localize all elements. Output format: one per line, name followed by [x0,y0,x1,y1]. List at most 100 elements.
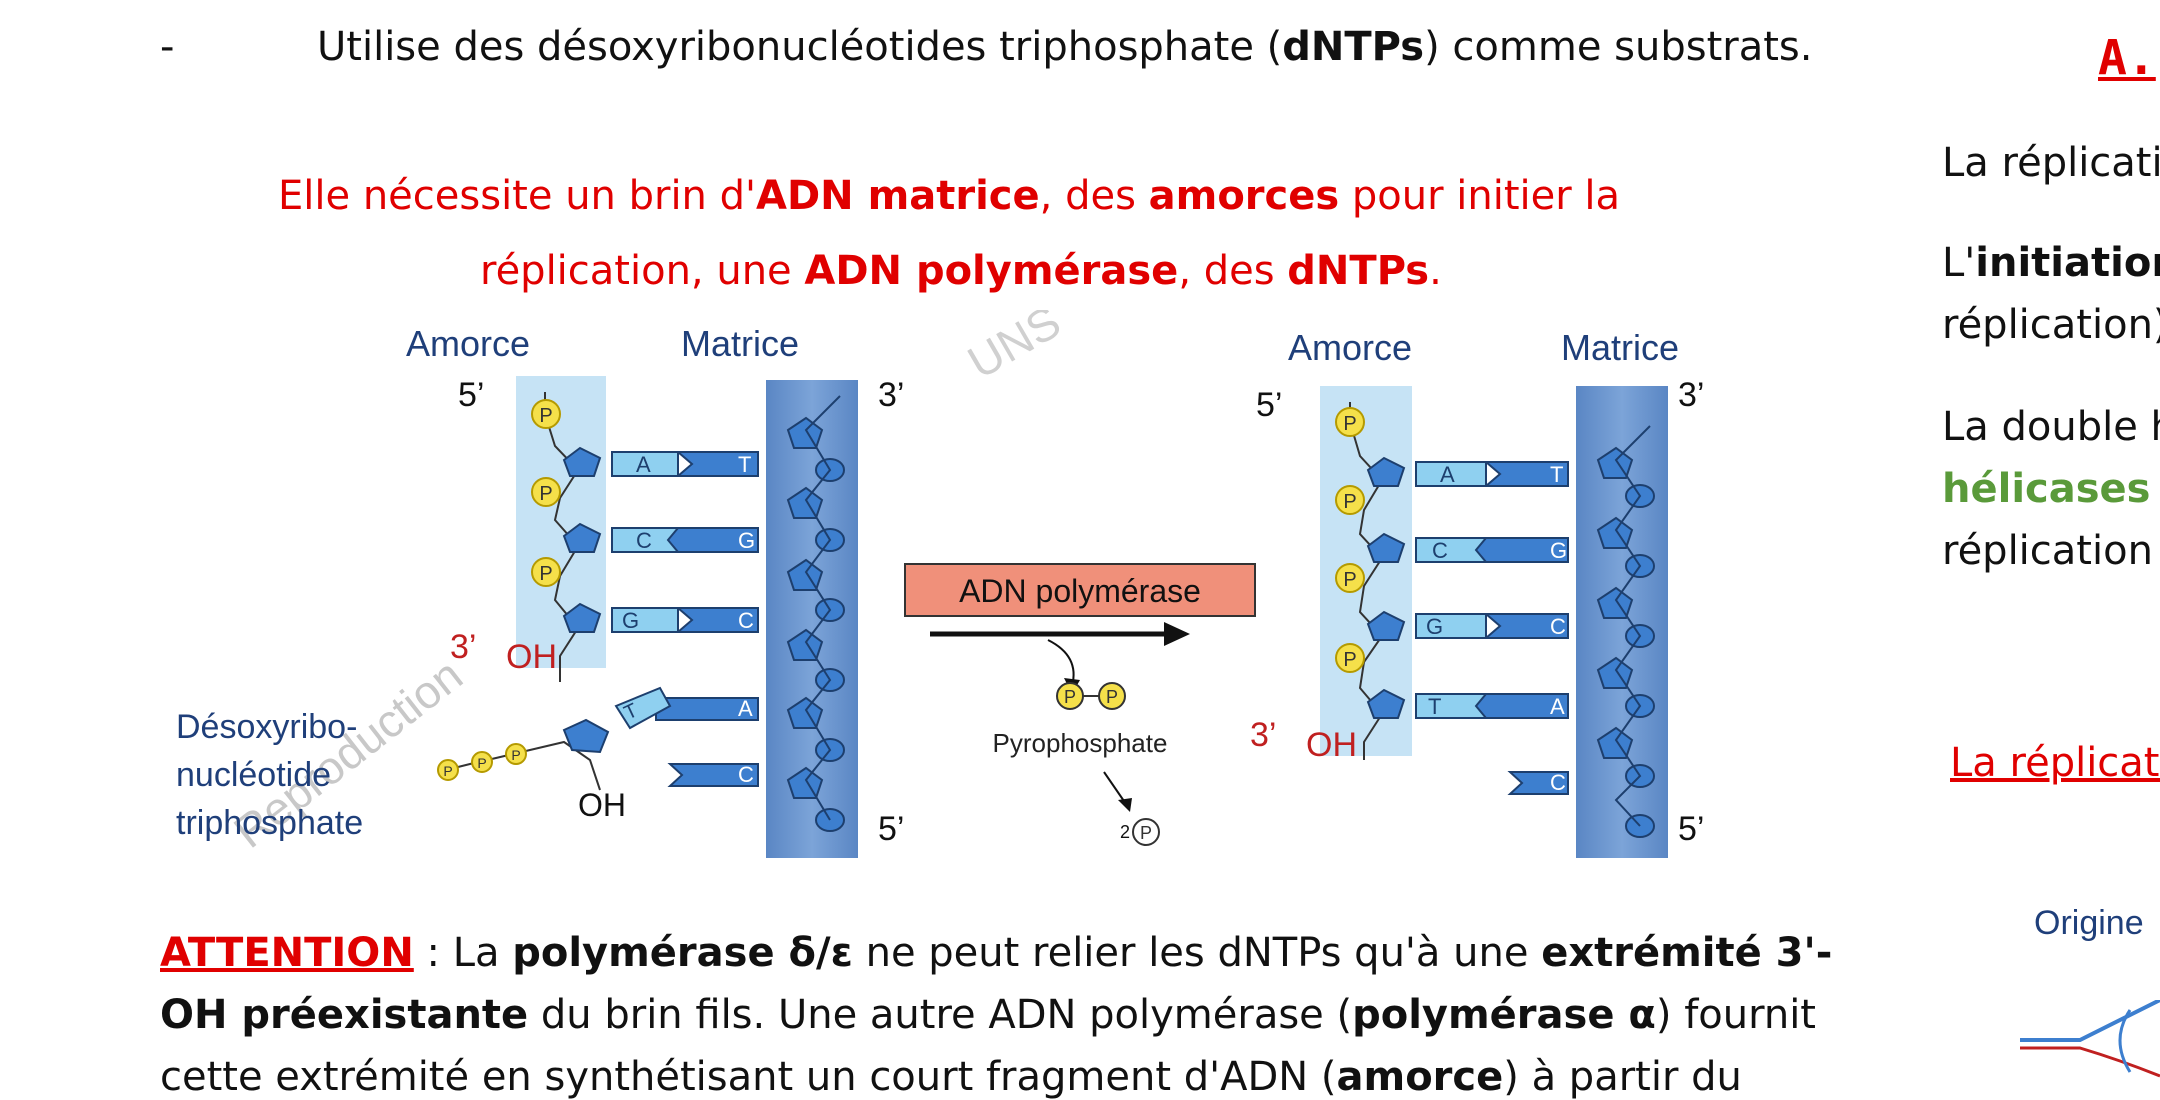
base-label: G [1550,538,1567,563]
base-label: C [636,528,652,553]
phosphate-p: P [1343,649,1356,671]
attention-line-1: ATTENTION : La polymérase δ/ε ne peut re… [160,930,1832,976]
base-label: C [738,608,754,633]
base-label: A [636,452,651,477]
red-line-1: Elle nécessite un brin d'ADN matrice, de… [278,173,1620,219]
phosphate-p: P [539,563,552,585]
watermark-text-2: UNS [959,310,1069,389]
enzyme-label: ADN polymérase [959,573,1201,609]
amorce-label-right: Amorce [1288,327,1412,368]
section-title-right: A. [2098,30,2156,86]
phosphate-p: P [1140,823,1152,843]
oh-left: OH [506,638,557,676]
base-label: C [1432,538,1448,563]
phosphate-p: P [1106,687,1118,707]
att-1: : La [413,930,513,976]
replication-fork-fragment [2020,1000,2160,1078]
bullet-text-a: Utilise des désoxyribonucléotides tripho… [317,24,1283,70]
base-label: T [1428,694,1441,719]
template-sugars-left [786,416,845,832]
five-prime-left-bottom: 5’ [878,810,904,848]
red-1c: , des [1039,173,1149,219]
base-label: A [738,696,753,721]
bullet-text-b: dNTPs [1282,24,1425,70]
amorce-label-left: Amorce [406,323,530,364]
base-pairs-right [1415,461,1569,795]
att-8: ) fournit [1655,992,1816,1038]
oh-dntp: OH [578,787,626,823]
red-2e: . [1429,248,1442,294]
base-pairs-left [611,451,759,787]
red-1a: Elle nécessite un brin d' [278,173,757,219]
two-pi-label: 2 [1120,822,1130,842]
right-3b: hélicases [1942,466,2151,512]
bullet-dash: - [160,24,175,70]
red-1d: amorces [1148,173,1340,219]
pyrophosphate-label: Pyrophosphate [993,728,1168,758]
base-label: A [1550,694,1565,719]
oh-right: OH [1306,726,1357,764]
right-subtitle-link: La réplicati [1950,740,2160,786]
primer-nucleotides-right: P P P P [1335,402,1406,760]
red-line-2: réplication, une ADN polymérase, des dNT… [480,248,1442,294]
phosphate-p: P [443,763,452,779]
base-label: G [622,608,639,633]
five-prime-right-top: 5’ [1256,386,1282,424]
base-label: G [738,528,755,553]
right-para-2-line-1: L'initiation [1942,240,2160,286]
att-10: amorce [1336,1054,1504,1100]
base-label: T [1550,462,1563,487]
three-prime-left-top: 3’ [878,376,904,414]
red-2b: ADN polymérase [804,248,1179,294]
red-1e: pour initier la [1339,173,1621,219]
base-label: C [738,762,754,787]
base-label: C [1550,614,1566,639]
dntp-label-3: triphosphate [176,804,363,842]
attention-line-2: OH préexistante du brin fils. Une autre … [160,992,1816,1038]
dntp-label-2: nucléotide [176,756,331,794]
primer-nucleotides-left: P P P [531,392,602,682]
bullet-text-c: ) comme substrats. [1424,24,1813,70]
matrice-label-right: Matrice [1561,327,1679,368]
phosphate-p: P [511,747,520,763]
base-label: C [1550,770,1566,795]
right-para-3-line-2: hélicases p [1942,466,2160,512]
att-6: du brin fils. Une autre ADN polymérase ( [528,992,1353,1038]
three-prime-oh-right: 3’ [1250,716,1276,754]
right-para-3-line-1: La double h [1942,404,2160,450]
att-11: ) à partir du [1503,1054,1742,1100]
phosphate-p: P [1343,491,1356,513]
right-2b: initiation [1975,240,2160,286]
attention-line-3: cette extrémité en synthétisant un court… [160,1054,1742,1100]
att-2: polymérase δ/ε [512,930,853,976]
origine-label: Origine [2034,904,2144,942]
red-2c: , des [1178,248,1288,294]
phosphate-p: P [1343,413,1356,435]
phosphate-p: P [477,755,486,771]
base-label: G [1426,614,1443,639]
right-para-1: La réplicatio [1942,140,2160,186]
three-prime-right-top: 3’ [1678,376,1704,414]
base-label: T [738,452,751,477]
five-prime-right-bottom: 5’ [1678,810,1704,848]
red-2a: réplication, une [480,248,805,294]
three-prime-oh-left: 3’ [450,628,476,666]
base-label: A [1440,462,1455,487]
dntp-label-1: Désoxyribo- [176,708,357,746]
att-9: cette extrémité en synthétisant un court… [160,1054,1337,1100]
incoming-dntp: P P P T [437,686,672,791]
att-4: extrémité 3'- [1541,930,1833,976]
red-1b: ADN matrice [756,173,1040,219]
matrice-label-left: Matrice [681,323,799,364]
right-3c: p [2150,466,2160,512]
phosphate-p: P [1343,569,1356,591]
attention-label: ATTENTION [160,930,414,976]
att-7: polymérase α [1352,992,1656,1038]
dna-polymerase-diagram: Reproduction UNS Amorce Matrice 5’ 3’ 5’… [176,310,1704,858]
red-2d: dNTPs [1287,248,1430,294]
right-para-3-line-3: réplication [1942,528,2153,574]
right-para-2-line-2: réplication) [1942,302,2160,348]
five-prime-left-top: 5’ [458,376,484,414]
enzyme-box [904,563,1256,617]
att-5: OH préexistante [160,992,529,1038]
